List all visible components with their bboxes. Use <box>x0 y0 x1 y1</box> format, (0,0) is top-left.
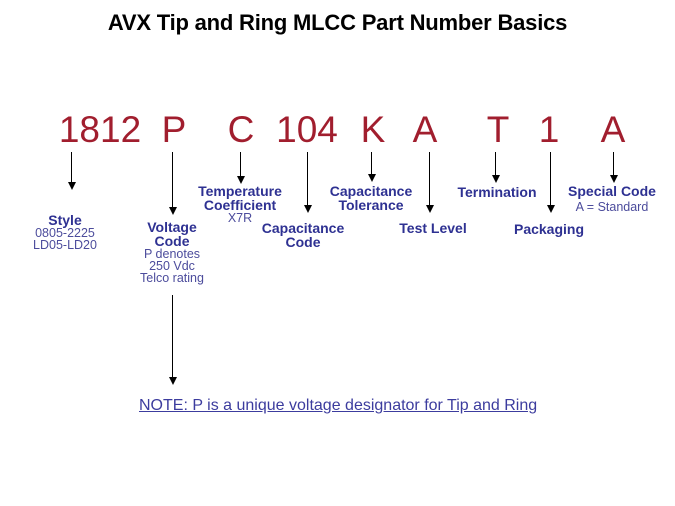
annotation-capacitance-code: Capacitance Code <box>247 221 359 249</box>
annotation-label: Capacitance Tolerance <box>329 183 413 213</box>
part-code-special: A <box>600 109 626 150</box>
arrow-down-icon <box>609 152 618 183</box>
arrow-down-icon <box>168 152 177 215</box>
arrow-down-icon <box>168 295 177 385</box>
annotation-subline: Telco rating <box>140 271 204 285</box>
part-code-termination: T <box>486 109 510 150</box>
annotation-packaging: Packaging <box>499 222 599 236</box>
note-text: NOTE: P is a unique voltage designator f… <box>139 397 538 414</box>
annotation-capacitance-tolerance: Capacitance Tolerance <box>315 184 427 212</box>
annotation-voltage-code: Voltage Code P denotes 250 Vdc Telco rat… <box>133 220 211 284</box>
part-code-capcode: 104 <box>276 109 338 150</box>
annotation-special-code: Special Code A = Standard <box>567 184 657 213</box>
annotation-label: Style <box>48 212 82 228</box>
page-title: AVX Tip and Ring MLCC Part Number Basics <box>107 10 568 35</box>
arrow-down-icon <box>367 152 376 182</box>
annotation-subline: 250 Vdc <box>149 259 195 273</box>
annotation-subline: 0805-2225 <box>35 226 95 240</box>
part-code-captol: K <box>360 109 386 150</box>
arrow-down-icon <box>236 152 245 184</box>
annotation-style: Style 0805-2225 LD05-LD20 <box>20 213 110 251</box>
arrow-down-icon <box>425 152 434 213</box>
part-code-style: 1812 <box>58 109 142 150</box>
part-code-voltage: P <box>161 109 187 150</box>
part-code-tempco: C <box>227 109 255 150</box>
annotation-label: Termination <box>457 184 537 200</box>
arrow-down-icon <box>303 152 312 213</box>
arrow-down-icon <box>67 152 76 190</box>
arrow-down-icon <box>546 152 555 213</box>
annotation-subline: A = Standard <box>575 200 649 214</box>
annotation-termination: Termination <box>442 185 552 199</box>
annotation-subline: X7R <box>227 211 253 225</box>
annotation-label: Test Level <box>399 220 467 236</box>
annotation-temperature-coefficient: Temperature Coefficient X7R <box>182 184 298 224</box>
annotation-subline: LD05-LD20 <box>33 238 97 252</box>
annotation-label: Packaging <box>513 221 585 237</box>
annotation-label: Capacitance Code <box>261 220 345 250</box>
part-code-testlevel: A <box>412 109 438 150</box>
part-code-packaging: 1 <box>538 109 560 150</box>
annotation-label: Temperature Coefficient <box>198 183 282 213</box>
annotation-subline: P denotes <box>143 247 201 261</box>
annotation-test-level: Test Level <box>383 221 483 235</box>
arrow-down-icon <box>491 152 500 183</box>
annotation-label: Voltage Code <box>147 219 197 249</box>
annotation-label: Special Code <box>568 183 656 199</box>
